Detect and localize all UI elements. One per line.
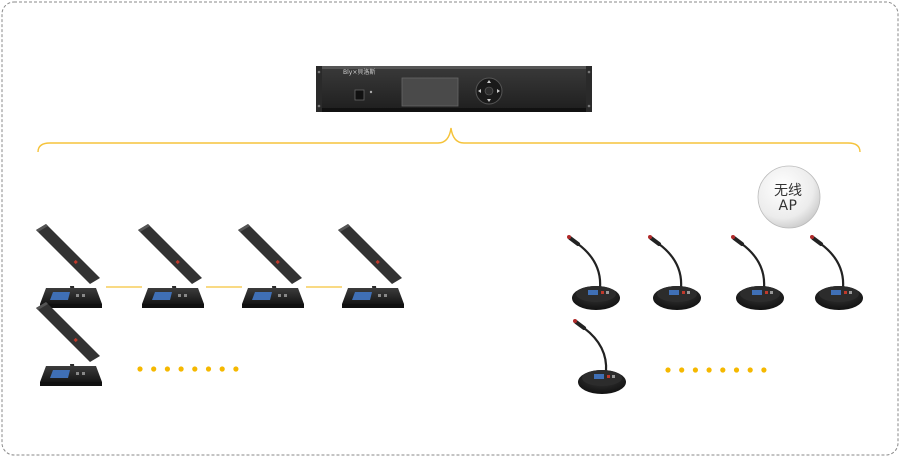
wired-conference-unit	[138, 224, 204, 308]
wired-conference-unit	[36, 224, 102, 308]
access-point-label-line1: 无线	[774, 183, 802, 199]
ellipsis-dot	[665, 367, 671, 373]
wireless-conference-unit	[808, 233, 865, 312]
access-point-label: 无线 AP	[758, 184, 818, 214]
ellipsis-dot	[679, 367, 685, 373]
distribution-bracket	[37, 127, 861, 153]
ellipsis-dot	[692, 367, 699, 373]
wireless-access-point	[757, 165, 821, 229]
display-screen	[401, 77, 459, 107]
ellipsis-dot	[164, 366, 170, 372]
host-controller-unit: Bly×貝洛斯	[316, 66, 592, 112]
host-brand-logo: Bly×貝洛斯	[343, 68, 375, 76]
wired-conference-unit	[338, 224, 404, 308]
access-point-label-line2: AP	[778, 198, 798, 214]
wired-units-group	[36, 224, 404, 386]
ellipsis-dot	[192, 366, 198, 372]
wireless-units-group	[565, 165, 865, 396]
wireless-ellipsis-dots	[665, 367, 767, 373]
power-icon	[354, 89, 373, 101]
wireless-conference-unit	[565, 233, 622, 312]
ellipsis-dot	[706, 367, 712, 373]
ellipsis-dot	[205, 366, 212, 372]
ellipsis-dot	[178, 366, 184, 372]
ellipsis-dot	[233, 366, 239, 372]
wired-conference-unit	[238, 224, 304, 308]
ellipsis-dot	[151, 366, 157, 372]
wireless-conference-unit	[571, 317, 628, 396]
ellipsis-dot	[720, 367, 726, 373]
wireless-conference-unit	[729, 233, 786, 312]
wireless-conference-unit	[646, 233, 703, 312]
navigation-pad	[475, 77, 503, 105]
wired-conference-unit	[36, 302, 102, 386]
ellipsis-dot	[219, 366, 225, 372]
wired-ellipsis-dots	[137, 366, 239, 372]
ellipsis-dot	[747, 367, 753, 373]
ellipsis-dot	[761, 367, 767, 373]
ellipsis-dot	[733, 367, 740, 373]
ellipsis-dot	[137, 366, 143, 372]
